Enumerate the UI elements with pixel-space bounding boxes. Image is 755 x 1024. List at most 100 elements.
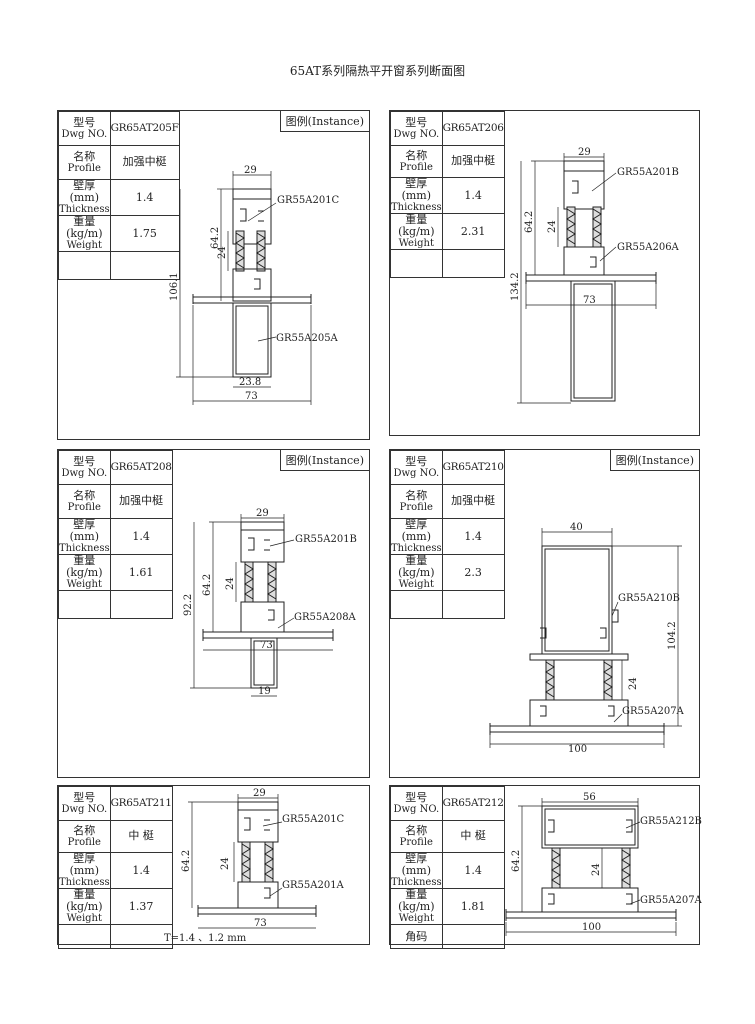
part-label: GR55A201A bbox=[282, 880, 345, 891]
dim-64-2: 64.2 bbox=[202, 574, 213, 596]
dim-24: 24 bbox=[225, 577, 236, 590]
part-label: GR55A206A bbox=[617, 242, 680, 253]
instance-label: 图例(Instance) bbox=[279, 111, 369, 132]
dim-134-2: 134.2 bbox=[510, 272, 521, 301]
instance-label: 图例(Instance) bbox=[609, 450, 699, 471]
weight-value: 2.31 bbox=[441, 213, 505, 251]
thickness-label: 壁厚 (mm)Thickness bbox=[58, 517, 111, 556]
weight-value: 1.37 bbox=[109, 888, 173, 926]
model-value: GR65AT208 bbox=[109, 450, 173, 485]
thickness-value: 1.4 bbox=[109, 851, 173, 890]
dim-24: 24 bbox=[591, 863, 602, 876]
dim-73: 73 bbox=[260, 640, 273, 651]
page-title: 65AT系列隔热平开窗系列断面图 bbox=[289, 64, 466, 78]
thickness-label: 壁厚 (mm)Thickness bbox=[58, 851, 111, 890]
dim-106-1: 106.1 bbox=[169, 272, 180, 301]
profile-drawing: 29 64.2 24 134.2 73 GR55A201B GR55A206A bbox=[510, 147, 680, 404]
dim-29: 29 bbox=[253, 788, 266, 799]
part-label: GR55A201B bbox=[617, 167, 679, 178]
thickness-value: 1.4 bbox=[109, 178, 180, 217]
dim-64-2: 64.2 bbox=[524, 211, 535, 233]
part-label: GR55A207A bbox=[640, 895, 703, 906]
thickness-label: 壁厚 (mm)Thickness bbox=[390, 517, 443, 556]
part-label: GR55A207A bbox=[622, 706, 685, 717]
dim-29: 29 bbox=[578, 147, 591, 158]
profile-drawing: 29 64.2 24 73 GR55A201C GR55A201A bbox=[181, 788, 345, 929]
instance-label: 图例(Instance) bbox=[279, 450, 369, 471]
dim-64-2: 64.2 bbox=[181, 850, 192, 872]
dim-73: 73 bbox=[583, 295, 596, 306]
thickness-label: 壁厚 (mm)Thickness bbox=[390, 851, 443, 890]
profile-drawing: 29 92.2 64.2 24 73 19 GR55A201B GR55A208… bbox=[183, 508, 357, 697]
thickness-label: 壁厚 (mm)Thickness bbox=[58, 178, 111, 217]
dim-56: 56 bbox=[583, 792, 596, 803]
thickness-value: 1.4 bbox=[441, 176, 505, 215]
weight-value: 1.75 bbox=[109, 215, 180, 253]
name-value: 加强中梃 bbox=[441, 484, 505, 519]
part-label: GR55A201C bbox=[277, 195, 340, 206]
dim-24: 24 bbox=[628, 677, 639, 690]
part-label: GR55A205A bbox=[276, 333, 339, 344]
name-value: 中 梃 bbox=[109, 820, 173, 853]
profile-drawing: 29 64.2 24 106.1 23.8 73 GR55A201C GR55A… bbox=[169, 165, 340, 405]
dim-29: 29 bbox=[256, 508, 269, 519]
part-label: GR55A201B bbox=[295, 534, 357, 545]
thickness-value: 1.4 bbox=[441, 517, 505, 556]
profile-drawing: 56 64.2 24 100 GR55A212B GR55A207A bbox=[505, 792, 703, 936]
weight-label: 重量 (kg/m)Weight bbox=[390, 888, 443, 926]
dim-24: 24 bbox=[220, 857, 231, 870]
thickness-value: 1.4 bbox=[441, 851, 505, 890]
model-value: GR65AT211 bbox=[109, 786, 173, 821]
dim-104-2: 104.2 bbox=[667, 621, 678, 650]
dim-64-2: 64.2 bbox=[210, 227, 221, 249]
dim-24: 24 bbox=[547, 220, 558, 233]
part-label: GR55A208A bbox=[294, 612, 357, 623]
model-value: GR65AT205F bbox=[109, 111, 180, 146]
model-value: GR65AT206 bbox=[441, 111, 505, 146]
dim-19: 19 bbox=[258, 686, 271, 697]
dim-64-2: 64.2 bbox=[511, 850, 522, 872]
dim-23-8: 23.8 bbox=[239, 377, 261, 388]
weight-label: 重量 (kg/m)Weight bbox=[58, 888, 111, 926]
part-label: GR55A201C bbox=[282, 814, 345, 825]
corner-label: 角码 bbox=[390, 924, 443, 950]
weight-label: 重量 (kg/m)Weight bbox=[58, 554, 111, 592]
dim-92-2: 92.2 bbox=[183, 594, 194, 616]
thickness-note: T=1.4 、1.2 mm bbox=[164, 933, 247, 944]
dim-73: 73 bbox=[245, 391, 258, 402]
thickness-label: 壁厚 (mm)Thickness bbox=[390, 176, 443, 215]
dim-73: 73 bbox=[254, 918, 267, 929]
part-label: GR55A210B bbox=[618, 593, 680, 604]
part-label: GR55A212B bbox=[640, 816, 702, 827]
dim-40: 40 bbox=[570, 522, 583, 533]
dim-29: 29 bbox=[244, 165, 257, 176]
dim-100: 100 bbox=[568, 744, 587, 755]
name-value: 中 梃 bbox=[441, 820, 505, 853]
name-value: 加强中梃 bbox=[441, 145, 505, 178]
profile-drawing: 40 104.2 24 100 GR55A210B GR55A207A bbox=[489, 522, 685, 755]
thickness-value: 1.4 bbox=[109, 517, 173, 556]
weight-value: 1.81 bbox=[441, 888, 505, 926]
model-value: GR65AT212 bbox=[441, 786, 505, 821]
weight-value: 2.3 bbox=[441, 554, 505, 592]
dim-100: 100 bbox=[582, 922, 601, 933]
name-value: 加强中梃 bbox=[109, 484, 173, 519]
